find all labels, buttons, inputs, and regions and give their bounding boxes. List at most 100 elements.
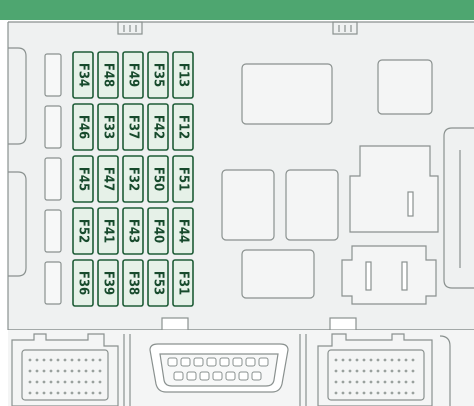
connector-pin bbox=[362, 358, 366, 362]
diagnostic-pin-slot bbox=[258, 357, 269, 367]
connector-pin bbox=[63, 380, 67, 384]
connector-pin bbox=[42, 358, 46, 362]
connector-pin bbox=[28, 391, 32, 395]
connector-pin bbox=[376, 380, 380, 384]
fuse-body bbox=[122, 259, 144, 307]
connector-right bbox=[299, 333, 451, 406]
connector-pin bbox=[369, 391, 373, 395]
connector-pin bbox=[334, 358, 338, 362]
connector-pin bbox=[383, 391, 387, 395]
connector-pin bbox=[63, 369, 67, 373]
connector-pin bbox=[341, 391, 345, 395]
fuse-body bbox=[97, 259, 119, 307]
connector-pin bbox=[42, 391, 46, 395]
connector-pin bbox=[348, 380, 352, 384]
connector-pin bbox=[56, 391, 60, 395]
diagnostic-pin-slot bbox=[206, 357, 217, 367]
connector-pin bbox=[355, 391, 359, 395]
connector-pin bbox=[376, 391, 380, 395]
diagnostic-pin-slot bbox=[219, 357, 230, 367]
right-latch bbox=[443, 127, 474, 289]
connector-pin bbox=[348, 369, 352, 373]
fuse-f37: F37 bbox=[122, 103, 144, 151]
fuse-f13: F13 bbox=[172, 51, 194, 99]
connector-pin bbox=[70, 369, 74, 373]
bottom-clip-right bbox=[329, 317, 357, 331]
fuse-label: F31 bbox=[176, 271, 191, 295]
diagnostic-pin-slot bbox=[193, 357, 204, 367]
fuse-label: F38 bbox=[126, 271, 141, 295]
connector-pin bbox=[362, 380, 366, 384]
fuse-label: F39 bbox=[101, 271, 116, 295]
fuse-label: F13 bbox=[176, 63, 191, 87]
connector-pin bbox=[404, 391, 408, 395]
diagnostic-pin-slot bbox=[180, 357, 191, 367]
fuse-grid: F34F46F45F52F36F48F33F47F41F39F49F37F32F… bbox=[72, 51, 194, 307]
connector-pin bbox=[49, 358, 53, 362]
fuse-label: F12 bbox=[176, 115, 191, 139]
relay-small-top bbox=[377, 59, 433, 115]
connector-pin bbox=[35, 369, 39, 373]
connector-pin bbox=[348, 391, 352, 395]
connector-center-pins bbox=[167, 357, 269, 381]
connector-right-pins bbox=[334, 358, 415, 395]
connector-pin bbox=[390, 358, 394, 362]
connector-pin bbox=[70, 358, 74, 362]
diagnostic-pin-slot bbox=[212, 371, 223, 381]
connector-pin bbox=[56, 358, 60, 362]
left-latch-lower bbox=[8, 171, 27, 277]
left-latch-upper bbox=[8, 47, 27, 145]
connector-pin bbox=[84, 369, 88, 373]
connector-pin bbox=[411, 380, 415, 384]
connector-pin bbox=[383, 380, 387, 384]
fuse-label: F35 bbox=[151, 63, 166, 87]
connector-left-pins bbox=[28, 358, 102, 395]
top-band bbox=[0, 0, 474, 20]
connector-pin bbox=[28, 380, 32, 384]
connector-pin bbox=[84, 391, 88, 395]
connector-pin bbox=[383, 358, 387, 362]
connector-pin bbox=[35, 358, 39, 362]
connector-pin bbox=[397, 380, 401, 384]
connector-pin bbox=[35, 391, 39, 395]
connector-pin bbox=[91, 369, 95, 373]
fuse-f46: F46 bbox=[72, 103, 94, 151]
fuse-body bbox=[97, 155, 119, 203]
connector-pin bbox=[369, 380, 373, 384]
fuse-label: F51 bbox=[176, 167, 191, 191]
connector-pin bbox=[98, 391, 102, 395]
connector-pin bbox=[404, 369, 408, 373]
connector-pin bbox=[362, 369, 366, 373]
fuse-body bbox=[97, 51, 119, 99]
fuse-body bbox=[147, 207, 169, 255]
fuse-label: F53 bbox=[151, 271, 166, 295]
fuse-body bbox=[147, 259, 169, 307]
connector-pin bbox=[77, 369, 81, 373]
fuse-body bbox=[172, 155, 194, 203]
connector-pin bbox=[411, 391, 415, 395]
relay-right-upper bbox=[349, 145, 439, 233]
fuse-f48: F48 bbox=[97, 51, 119, 99]
fuse-f32: F32 bbox=[122, 155, 144, 203]
fuse-body bbox=[72, 155, 94, 203]
connector-pin bbox=[77, 391, 81, 395]
connector-pin bbox=[341, 380, 345, 384]
diagnostic-pin-slot bbox=[245, 357, 256, 367]
fuse-f12: F12 bbox=[172, 103, 194, 151]
fuse-f50: F50 bbox=[147, 155, 169, 203]
connector-pin bbox=[98, 358, 102, 362]
fuse-f44: F44 bbox=[172, 207, 194, 255]
fuse-body bbox=[122, 155, 144, 203]
fuse-f33: F33 bbox=[97, 103, 119, 151]
fuse-label: F44 bbox=[176, 219, 191, 243]
connector-pin bbox=[35, 380, 39, 384]
connector-pin bbox=[49, 391, 53, 395]
connector-pin bbox=[77, 380, 81, 384]
connector-pin bbox=[84, 358, 88, 362]
fuse-f39: F39 bbox=[97, 259, 119, 307]
connector-pin bbox=[397, 391, 401, 395]
fuse-label: F41 bbox=[101, 219, 116, 243]
fuse-f53: F53 bbox=[147, 259, 169, 307]
connector-pin bbox=[334, 391, 338, 395]
